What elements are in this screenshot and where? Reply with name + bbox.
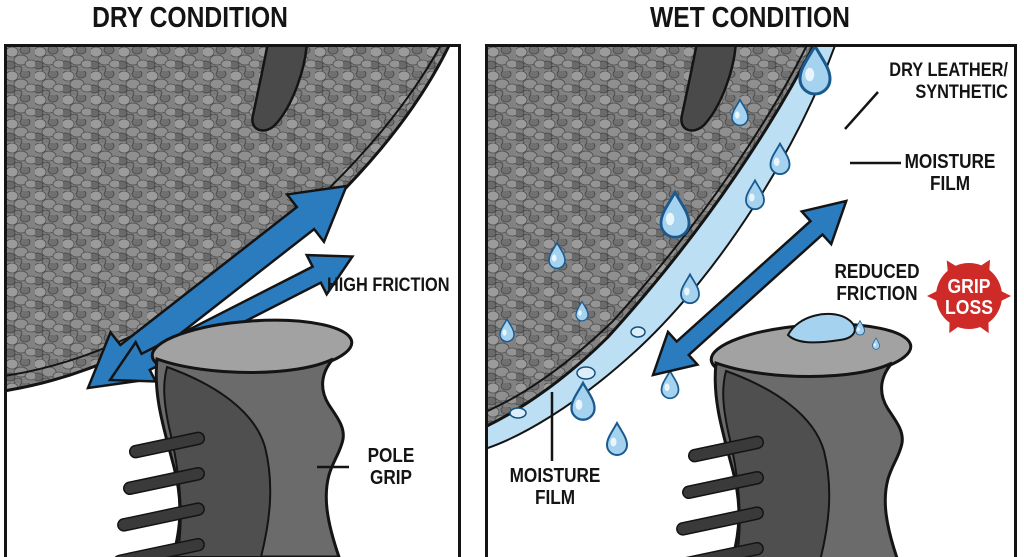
leather-edge-seam [488, 47, 808, 412]
moisture-film-right-line2: FILM [929, 173, 971, 195]
pole-grip-label-line2: GRIP [369, 467, 413, 489]
reduced-friction-line2: FRICTION [836, 283, 918, 305]
reduced-friction-label: REDUCED FRICTION [831, 261, 922, 305]
pole-grip-label: POLE GRIP [351, 445, 430, 489]
wet-condition-panel: GRIP LOSS DRY LEATHER/ SYNTHETIC MOISTUR… [485, 44, 1017, 557]
moisture-film-bottom-line1: MOISTURE [509, 465, 601, 487]
dry-leather-label-line2: SYNTHETIC [915, 82, 1008, 103]
grip-loss-text-line2: LOSS [945, 296, 993, 318]
reduced-friction-arrow [651, 199, 849, 377]
splash-on-grip [786, 312, 880, 350]
wet-condition-title: WET CONDITION [650, 2, 850, 34]
dry-panel-illustration [7, 47, 450, 557]
strap [251, 47, 308, 132]
strap [680, 47, 737, 132]
pole-grip-wet [670, 316, 915, 557]
reduced-friction-line1: REDUCED [834, 261, 920, 283]
dry-condition-panel: HIGH FRICTION POLE GRIP [4, 44, 461, 557]
moisture-film-bottom-label: MOISTURE FILM [504, 465, 605, 509]
moisture-film-bottom-line2: FILM [534, 487, 576, 509]
grip-loss-text-line1: GRIP [947, 275, 990, 297]
moisture-film-right-label: MOISTURE FILM [902, 151, 998, 195]
moisture-film-right-line1: MOISTURE [904, 151, 996, 173]
leather-surface-wet [488, 47, 815, 428]
high-friction-label: HIGH FRICTION [326, 275, 449, 296]
dry-leather-label-line1: DRY LEATHER/ [889, 60, 1008, 81]
film-bubbles [509, 326, 646, 419]
wet-panel-illustration: GRIP LOSS [488, 47, 1011, 557]
grip-loss-badge: GRIP LOSS [927, 259, 1011, 334]
dry-condition-title: DRY CONDITION [92, 2, 288, 34]
pole-grip-label-line1: POLE [367, 445, 415, 467]
grip-loss-badge-shape [927, 259, 1011, 334]
dry-leather-label: DRY LEATHER/ SYNTHETIC [889, 60, 1008, 104]
dry-leather-leader-line [844, 91, 879, 130]
